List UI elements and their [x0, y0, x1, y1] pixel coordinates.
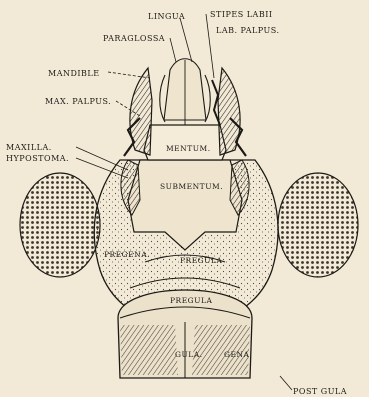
label-maxilla: MAXILLA. — [6, 143, 52, 152]
label-pregula-lower: PREGULA — [170, 296, 212, 305]
label-lab-palpus: LAB. PALPUS. — [216, 26, 280, 35]
left-gena-hatching — [120, 325, 178, 375]
label-paraglossa: PARAGLOSSA — [103, 34, 165, 43]
label-lingua: LINGUA — [148, 12, 185, 21]
label-hypostoma: HYPOSTOMA. — [6, 154, 69, 163]
label-gula: GULA. — [175, 350, 203, 359]
label-gena: GENA — [224, 350, 249, 359]
label-submentum: SUBMENTUM. — [160, 182, 223, 191]
label-pregena: PREGENA. — [104, 250, 150, 259]
label-mandible: MANDIBLE — [48, 69, 100, 78]
label-mentum: MENTUM. — [166, 144, 211, 153]
left-eye — [20, 173, 100, 277]
label-stipes-labii: STIPES LABII — [210, 10, 273, 19]
label-max-palpus: MAX. PALPUS. — [45, 97, 111, 106]
label-pregula-upper: PREGULA — [180, 256, 222, 265]
label-post-gula: POST GULA — [293, 387, 347, 396]
right-eye — [278, 173, 358, 277]
mentum-plate — [144, 125, 226, 160]
